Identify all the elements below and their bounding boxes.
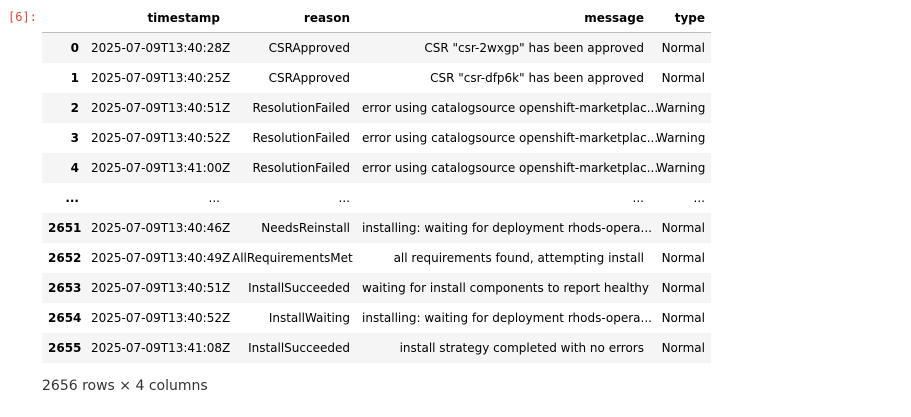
index-header bbox=[42, 4, 85, 33]
cell-message: CSR "csr-dfp6k" has been approved bbox=[430, 71, 644, 85]
row-index: 2655 bbox=[48, 341, 82, 355]
cell-type: Normal bbox=[661, 71, 705, 85]
cell-reason: InstallSucceeded bbox=[248, 341, 350, 355]
cell-reason: ResolutionFailed bbox=[252, 131, 350, 145]
cell-timestamp: 2025-07-09T13:40:51Z bbox=[91, 101, 231, 115]
cell-timestamp: 2025-07-09T13:40:25Z bbox=[91, 71, 231, 85]
cell-type: Normal bbox=[661, 41, 705, 55]
row-index: 2654 bbox=[48, 311, 82, 325]
cell-message: installing: waiting for deployment rhods… bbox=[362, 311, 652, 325]
cell-reason: ResolutionFailed bbox=[252, 161, 350, 175]
row-index: 4 bbox=[70, 161, 79, 175]
row-index: ... bbox=[65, 191, 79, 205]
table-row: 0 2025-07-09T13:40:28Z CSRApproved CSR "csr… bbox=[42, 32, 711, 63]
cell-timestamp: 2025-07-09T13:41:00Z bbox=[91, 161, 231, 175]
row-index: 1 bbox=[70, 71, 79, 85]
table-row: 3 2025-07-09T13:40:52Z ResolutionFailed err… bbox=[42, 123, 711, 153]
cell-reason: NeedsReinstall bbox=[261, 221, 350, 235]
cell-timestamp: ... bbox=[208, 191, 220, 205]
row-index: 0 bbox=[70, 41, 79, 55]
column-header-reason: reason bbox=[226, 4, 356, 33]
row-index: 2 bbox=[70, 101, 79, 115]
table-row: 2653 2025-07-09T13:40:51Z InstallSucceeded… bbox=[42, 273, 711, 303]
table-row: 1 2025-07-09T13:40:25Z CSRApproved CSR "csr… bbox=[42, 63, 711, 93]
table-row: 2655 2025-07-09T13:41:08Z InstallSucceeded… bbox=[42, 333, 711, 363]
dataframe-table: timestamp reason message type 0 2025-07-0… bbox=[42, 4, 711, 363]
cell-message: waiting for install components to report… bbox=[362, 281, 649, 295]
cell-timestamp: 2025-07-09T13:40:28Z bbox=[91, 41, 231, 55]
dataframe-shape-label: 2656 rows × 4 columns bbox=[42, 378, 208, 394]
cell-type: Normal bbox=[661, 281, 705, 295]
cell-reason: CSRApproved bbox=[268, 41, 350, 55]
cell-timestamp: 2025-07-09T13:40:51Z bbox=[91, 281, 231, 295]
cell-reason: CSRApproved bbox=[268, 71, 350, 85]
cell-reason: InstallSucceeded bbox=[248, 281, 350, 295]
row-index: 2651 bbox=[48, 221, 82, 235]
cell-type: Normal bbox=[661, 221, 705, 235]
cell-timestamp: 2025-07-09T13:40:52Z bbox=[91, 311, 231, 325]
cell-type: Warning bbox=[656, 161, 706, 175]
cell-timestamp: 2025-07-09T13:40:46Z bbox=[91, 221, 231, 235]
cell-reason: ... bbox=[338, 191, 350, 205]
row-index: 3 bbox=[70, 131, 79, 145]
cell-message: error using catalogsource openshift-mark… bbox=[362, 161, 659, 175]
column-header-type: type bbox=[650, 4, 711, 33]
cell-type: Normal bbox=[661, 341, 705, 355]
table-row: ............... bbox=[42, 183, 711, 213]
cell-message: installing: waiting for deployment rhods… bbox=[362, 221, 652, 235]
cell-reason: ResolutionFailed bbox=[252, 101, 350, 115]
column-header-timestamp: timestamp bbox=[85, 4, 226, 33]
cell-reason: AllRequirementsMet bbox=[232, 251, 353, 265]
cell-timestamp: 2025-07-09T13:40:52Z bbox=[91, 131, 231, 145]
cell-type: Normal bbox=[661, 311, 705, 325]
table-row: 4 2025-07-09T13:41:00Z ResolutionFailed err… bbox=[42, 153, 711, 183]
cell-message: CSR "csr-2wxgp" has been approved bbox=[424, 41, 644, 55]
table-row: 2654 2025-07-09T13:40:52Z InstallWaiting in… bbox=[42, 303, 711, 333]
cell-type: Normal bbox=[661, 251, 705, 265]
cell-execution-prompt: [6]: bbox=[8, 10, 37, 24]
cell-type: ... bbox=[693, 191, 705, 205]
cell-timestamp: 2025-07-09T13:40:49Z bbox=[91, 251, 231, 265]
table-row: 2 2025-07-09T13:40:51Z ResolutionFailed err… bbox=[42, 93, 711, 123]
cell-reason: InstallWaiting bbox=[268, 311, 350, 325]
cell-message: error using catalogsource openshift-mark… bbox=[362, 131, 659, 145]
column-header-message: message bbox=[356, 4, 650, 33]
dataframe-output: timestamp reason message type 0 2025-07-0… bbox=[42, 4, 712, 363]
row-index: 2652 bbox=[48, 251, 82, 265]
cell-message: all requirements found, attempting insta… bbox=[393, 251, 644, 265]
table-row: 2651 2025-07-09T13:40:46Z NeedsReinstall in… bbox=[42, 213, 711, 243]
header-row: timestamp reason message type bbox=[42, 4, 711, 33]
cell-type: Warning bbox=[656, 101, 706, 115]
cell-type: Warning bbox=[656, 131, 706, 145]
row-index: 2653 bbox=[48, 281, 82, 295]
cell-message: ... bbox=[632, 191, 644, 205]
cell-timestamp: 2025-07-09T13:41:08Z bbox=[91, 341, 231, 355]
cell-message: error using catalogsource openshift-mark… bbox=[362, 101, 659, 115]
cell-message: install strategy completed with no error… bbox=[399, 341, 644, 355]
